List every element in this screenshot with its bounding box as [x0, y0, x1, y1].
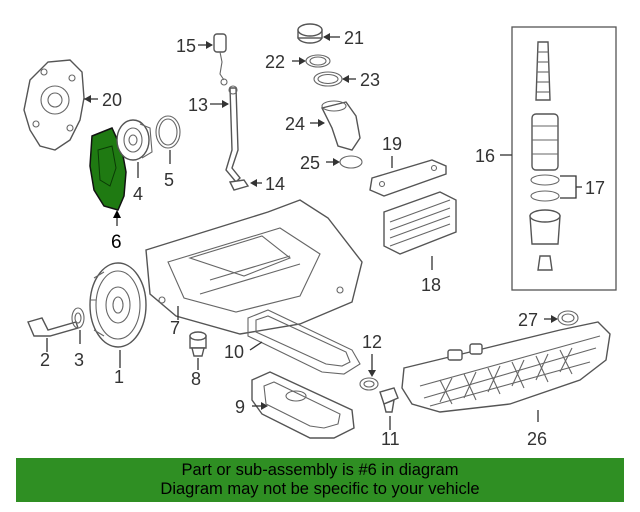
callout-11: 11	[381, 429, 400, 449]
callout-7: 7	[170, 318, 180, 338]
callout-22: 22	[265, 52, 285, 72]
part-13-dipstick-tube	[225, 87, 241, 184]
callout-1: 1	[114, 367, 124, 387]
callout-14: 14	[265, 174, 285, 194]
leader-17	[560, 175, 577, 199]
banner-line-2: Diagram may not be specific to your vehi…	[160, 480, 480, 498]
callout-15: 15	[176, 36, 196, 56]
part-9-oil-pan-lower	[251, 371, 355, 439]
leader-10	[249, 341, 263, 351]
part-12-seal-ring	[359, 377, 379, 391]
part-25-gasket	[339, 155, 363, 169]
callout-4: 4	[133, 184, 143, 204]
part-4-pulley	[116, 119, 153, 161]
part-10-pan-gasket	[247, 309, 361, 375]
part-16-filter-box	[511, 26, 617, 291]
callout-3: 3	[74, 350, 84, 370]
callout-23: 23	[360, 70, 380, 90]
callout-13: 13	[188, 95, 208, 115]
banner-line-1: Part or sub-assembly is #6 in diagram	[181, 461, 459, 479]
part-3-washer	[71, 307, 85, 329]
callout-2: 2	[40, 350, 50, 370]
callout-18: 18	[421, 275, 441, 295]
part-11-plug-screw	[379, 387, 399, 413]
callout-6: 6	[111, 232, 122, 253]
callout-19: 19	[382, 134, 402, 154]
callout-25: 25	[300, 153, 320, 173]
callout-27: 27	[518, 310, 538, 330]
part-1-damper-pulley	[89, 262, 147, 348]
callout-10: 10	[224, 342, 244, 362]
part-27-o-ring	[557, 310, 579, 326]
part-26-intake-manifold	[401, 321, 611, 413]
callout-16: 16	[475, 146, 495, 166]
callout-20: 20	[102, 90, 122, 110]
part-5-o-ring	[155, 115, 181, 149]
notice-banner: Part or sub-assembly is #6 in diagram Di…	[16, 458, 624, 502]
part-16-filter-assembly	[529, 41, 561, 271]
part-14-clip	[228, 179, 250, 191]
callout-12: 12	[362, 332, 382, 352]
callout-26: 26	[527, 429, 547, 449]
part-8-drain-plug	[189, 331, 207, 357]
callout-21: 21	[344, 28, 364, 48]
part-18-oil-cooler	[383, 191, 457, 255]
callout-8: 8	[191, 369, 201, 389]
part-2-bolt	[27, 317, 79, 337]
part-19-gasket-plate	[369, 159, 447, 197]
part-24-filler-neck	[320, 101, 361, 151]
part-15-dipstick-handle	[213, 33, 228, 86]
callout-24: 24	[285, 114, 305, 134]
callout-9: 9	[235, 397, 245, 417]
part-20-front-housing	[23, 59, 85, 151]
part-21-cap	[297, 23, 323, 44]
callout-5: 5	[164, 170, 174, 190]
part-7-oil-pan-upper	[145, 199, 363, 335]
callout-17: 17	[585, 178, 605, 198]
